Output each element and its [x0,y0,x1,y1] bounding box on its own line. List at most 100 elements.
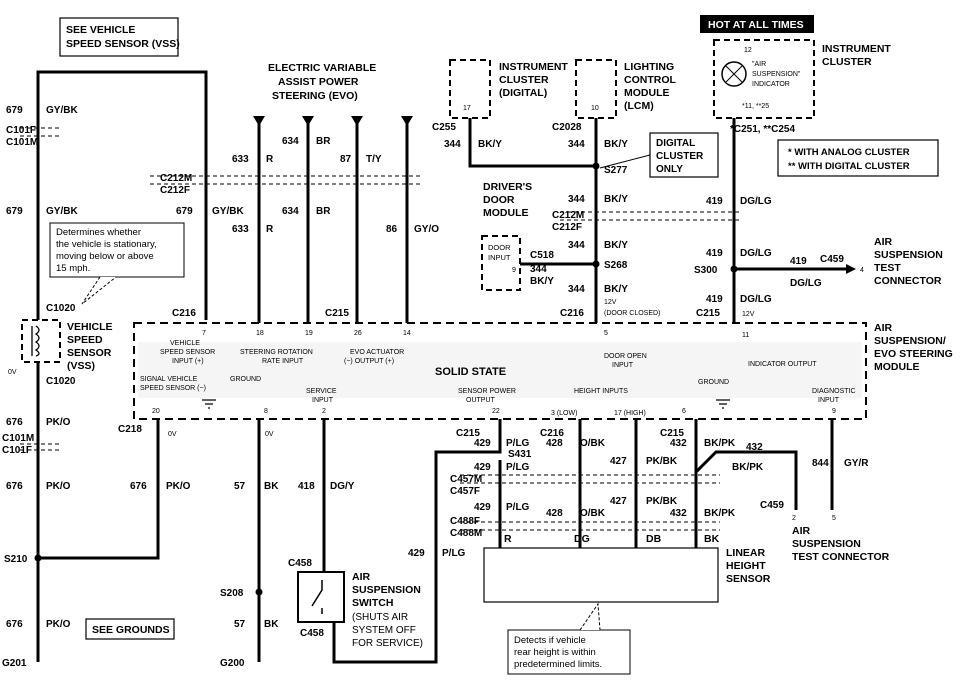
door-input-1: DOOR [488,243,511,252]
w419d: 419 [706,294,723,305]
s208: S208 [220,588,244,599]
v12b: 12V [742,311,755,318]
pko-b: PK/O [46,481,71,492]
c215-mod: C215 [696,308,720,319]
w432b: 432 [746,442,763,453]
s210: S210 [4,554,28,565]
switch-title-3: SWITCH [352,597,393,609]
vss-note-box [49,222,185,278]
w419c: 419 [790,256,807,267]
indicator-text-3: INDICATOR [752,81,790,88]
driver-door-2: DOOR [483,194,515,206]
pin-10: 10 [591,105,599,112]
vss-note-2: the vehicle is stationary, [56,239,157,250]
bra: BR [316,136,331,147]
pin-5: 5 [604,330,608,337]
gyr: GY/R [844,458,869,469]
plg-a: P/LG [506,438,530,449]
digital-only-1: DIGITAL [656,138,695,149]
bky-e: BK/Y [530,276,554,287]
w427b: 427 [610,496,627,507]
plg-d: P/LG [442,548,466,559]
pin-18: 18 [256,330,264,337]
pin-20: 20 [152,408,160,415]
w87: 87 [340,154,352,165]
w344e: 344 [530,264,547,275]
c255: C255 [432,122,456,133]
see-vss-box [59,17,179,57]
see-vss-line1: SEE VEHICLE [66,24,135,36]
w676c: 676 [130,481,147,492]
w432c: 432 [670,508,687,519]
plg-b: P/LG [506,462,530,473]
driver-door-1: DRIVER'S [483,181,532,193]
ml-high: 17 (HIGH) [614,410,646,417]
indicator-text-2: SUSPENSION" [752,71,801,78]
ml-vss-1: VEHICLE [170,340,200,347]
evo-title-2: ASSIST POWER [278,76,359,88]
gybkb: GY/BK [46,206,78,217]
lcm-title-3: MODULE [624,87,670,99]
driver-door-3: MODULE [483,207,529,219]
ml-diag-1: DIAGNOSTIC [812,388,856,395]
hot-banner: HOT AT ALL TIMES [708,19,804,31]
legend-box [777,139,939,177]
c459-b: C459 [760,500,784,511]
c458-b: C458 [300,628,324,639]
c488m: C488M [450,528,482,539]
bky-b: BK/Y [604,139,628,150]
c101m-b: C101M [2,433,34,444]
pin-12: 12 [744,47,752,54]
c212f-b: C212F [552,222,582,233]
pin-11: 11 [742,332,749,339]
see-vss-line2: SPEED SENSOR (VSS) [66,38,180,50]
bkb: BK [264,619,279,630]
pin-14: 14 [403,330,411,337]
c216-top: C216 [172,308,196,319]
w633a: 633 [232,154,249,165]
v0a: 0V [8,369,17,376]
c251: *C251, **C254 [730,124,795,135]
ml-service-1: SERVICE [306,388,337,395]
ml-sig-2: SPEED SENSOR (−) [140,385,206,392]
air-test-4: CONNECTOR [874,275,942,287]
ml-steer-2: RATE INPUT [262,358,304,365]
w679c: 679 [176,206,193,217]
pin-4: 4 [860,267,864,274]
switch-note-3: FOR SERVICE) [352,638,423,649]
pin-8: 8 [264,408,268,415]
w344a: 344 [444,139,461,150]
c215-low: C215 [456,428,480,439]
switch-note-1: (SHUTS AIR [352,612,408,623]
w429a: 429 [474,438,491,449]
switch-box [297,571,345,623]
w57a: 57 [234,481,246,492]
height-note-3: predetermined limits. [514,659,602,670]
air-test-b3: TEST CONNECTOR [792,551,890,563]
dgy: DG/Y [330,481,355,492]
lcm-box [575,59,617,119]
pko-c: PK/O [166,481,191,492]
height-note-1: Detects if vehicle [514,635,586,646]
ic-top-title-1: INSTRUMENT [822,43,891,55]
w344c: 344 [568,194,585,205]
c212m: C212M [160,173,192,184]
digital-only-3: ONLY [656,164,683,175]
w676b: 676 [6,481,23,492]
module-title-3: EVO STEERING [874,348,953,360]
w57b: 57 [234,619,246,630]
air-test-3: TEST [874,262,901,274]
air-test-2: SUSPENSION [874,249,943,261]
switch-note-2: SYSTEM OFF [352,625,416,636]
w676a: 676 [6,417,23,428]
w429c: 429 [474,502,491,513]
wire-679 [36,70,208,320]
vss-title-2: SPEED [67,334,103,346]
ml-door-1: DOOR OPEN [604,353,647,360]
w427a: 427 [610,456,627,467]
obk-b: O/BK [580,508,606,519]
gyo: GY/O [414,224,439,235]
see-grounds: SEE GROUNDS [92,624,170,636]
rb: R [266,224,274,235]
